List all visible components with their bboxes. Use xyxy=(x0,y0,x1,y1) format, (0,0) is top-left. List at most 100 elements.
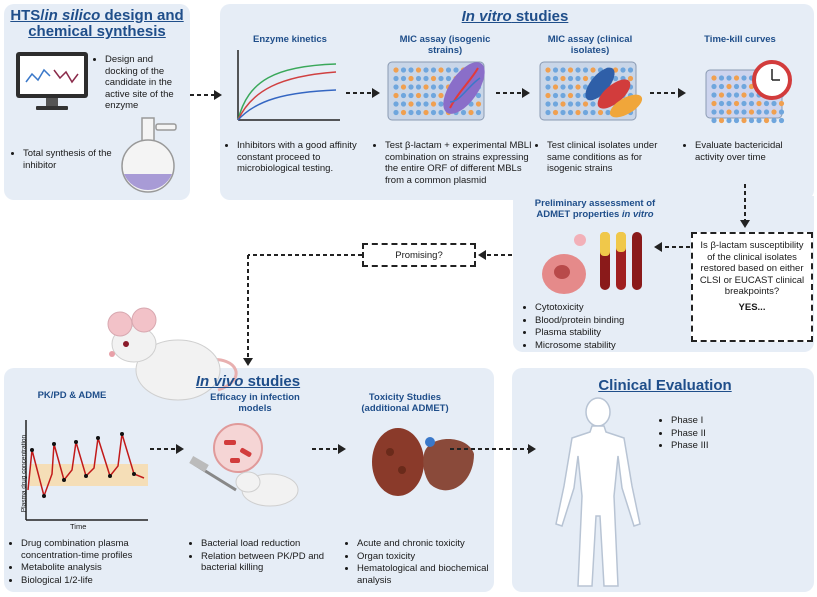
plate-well xyxy=(415,109,422,116)
plate-well xyxy=(408,84,414,90)
efficacy-bullets: Bacterial load reduction Relation betwee… xyxy=(190,538,340,575)
plate-well xyxy=(415,75,422,82)
plate-well xyxy=(741,83,747,90)
arrow-timekill-to-question xyxy=(740,184,750,228)
toxicity-title: Toxicity Studies (additional ADMET) xyxy=(361,392,449,414)
plate-well xyxy=(741,109,747,115)
phase-item: Phase I xyxy=(671,415,780,427)
plate-well xyxy=(393,92,399,99)
arrow-enzyme-to-mic xyxy=(346,88,380,98)
plate-well xyxy=(575,67,581,73)
plate-well xyxy=(400,92,407,99)
arrow-hts-to-invitro xyxy=(190,90,222,100)
question-yes: YES... xyxy=(738,301,766,313)
plate-well xyxy=(733,100,740,107)
hts-bullet-synthesis: Total synthesis of the inhibitor xyxy=(12,148,112,172)
mic-isogenic-title: MIC assay (isogenic strains) xyxy=(399,34,491,56)
plate-well xyxy=(567,92,574,99)
arrow-clinical-to-timekill xyxy=(650,88,686,98)
plate-well xyxy=(627,67,634,73)
plate-well xyxy=(408,75,414,82)
plate-well xyxy=(438,101,444,107)
plate-well xyxy=(415,67,422,73)
plate-well xyxy=(726,109,732,115)
plate-well xyxy=(545,67,551,73)
pkpd-item: Biological 1/2-life xyxy=(21,575,160,587)
plate-well xyxy=(545,109,551,116)
plate-well xyxy=(771,109,777,115)
arrow-promising-to-invivo xyxy=(243,254,362,366)
plate-well xyxy=(552,75,559,82)
infection-model-icon xyxy=(189,423,299,507)
mic-clinical-title: MIC assay (clinical isolates) xyxy=(547,34,633,56)
plate-well xyxy=(718,109,725,115)
plate-well xyxy=(582,75,589,82)
plate-well xyxy=(741,100,747,107)
plate-well xyxy=(778,109,785,115)
pk-plot-ylabel: Plasma drug concentration xyxy=(20,434,28,513)
pk-plot xyxy=(25,420,148,521)
panel-clinical xyxy=(512,368,814,592)
plate-well xyxy=(545,92,551,99)
hts-title: HTS/in silico design and chemical synthe… xyxy=(10,7,184,40)
plate-well xyxy=(726,100,732,107)
mic-clinical-bullet: Test clinical isolates under same condit… xyxy=(536,140,666,176)
plate-well xyxy=(475,109,482,116)
plate-well xyxy=(560,109,566,116)
enzyme-kinetics-title: Enzyme kinetics xyxy=(253,34,327,45)
plate-well xyxy=(741,117,747,124)
plate-well xyxy=(552,101,559,107)
plate-well xyxy=(748,92,755,98)
plate-well xyxy=(711,109,717,115)
arrow-question-to-admet xyxy=(654,242,690,252)
plate-well xyxy=(711,100,717,107)
plate-well xyxy=(567,67,574,73)
plate-clinical-icon xyxy=(539,61,643,121)
admet-item: Plasma stability xyxy=(535,327,664,339)
question-box: Is β-lactam susceptibility of the clinic… xyxy=(691,232,813,342)
enzyme-bullet: Inhibitors with a good affinity constant… xyxy=(226,140,366,176)
question-text: Is β-lactam susceptibility of the clinic… xyxy=(699,240,805,297)
plate-well xyxy=(778,117,785,124)
plate-well xyxy=(438,75,444,82)
arrow-efficacy-to-toxicity xyxy=(312,444,346,454)
plate-well xyxy=(430,109,437,116)
admet-list: Cytotoxicity Blood/protein binding Plasm… xyxy=(524,302,664,352)
time-kill-bullet: Evaluate bactericidal activity over time xyxy=(684,140,802,164)
plate-well xyxy=(475,101,482,107)
plate-well xyxy=(423,101,429,107)
plate-well xyxy=(763,117,770,124)
plate-well xyxy=(423,109,429,116)
plate-well xyxy=(763,100,770,107)
plate-well xyxy=(408,109,414,116)
plate-well xyxy=(400,84,407,90)
arrow-invivo-to-clinical xyxy=(450,444,536,454)
plate-well xyxy=(453,67,459,73)
mouse-icon xyxy=(107,307,238,401)
plate-well xyxy=(771,117,777,124)
human-body-icon xyxy=(555,397,641,587)
pkpd-title: PK/PD & ADME xyxy=(37,390,107,401)
plate-well xyxy=(468,109,474,116)
plate-well xyxy=(552,67,559,73)
plate-well xyxy=(438,109,444,116)
plate-well xyxy=(567,84,574,90)
phase-item: Phase II xyxy=(671,428,780,440)
plate-well xyxy=(445,75,452,82)
computer-molecule-icon xyxy=(16,52,88,110)
plate-well xyxy=(627,75,634,82)
invivo-title: In vivo studies xyxy=(195,373,301,390)
plate-well xyxy=(567,109,574,116)
pkpd-item: Drug combination plasma concentration-ti… xyxy=(21,538,160,561)
plate-well xyxy=(733,117,740,124)
cells-blood-tubes-icon xyxy=(542,232,642,294)
plate-well xyxy=(567,101,574,107)
efficacy-item: Relation between PK/PD and bacterial kil… xyxy=(201,551,340,574)
plate-well xyxy=(605,109,611,116)
admet-item: Microsome stability xyxy=(535,340,664,352)
plate-well xyxy=(582,67,589,73)
plate-well xyxy=(582,109,589,116)
admet-item: Blood/protein binding xyxy=(535,315,664,327)
plate-well xyxy=(756,109,762,115)
plate-well xyxy=(711,92,717,98)
